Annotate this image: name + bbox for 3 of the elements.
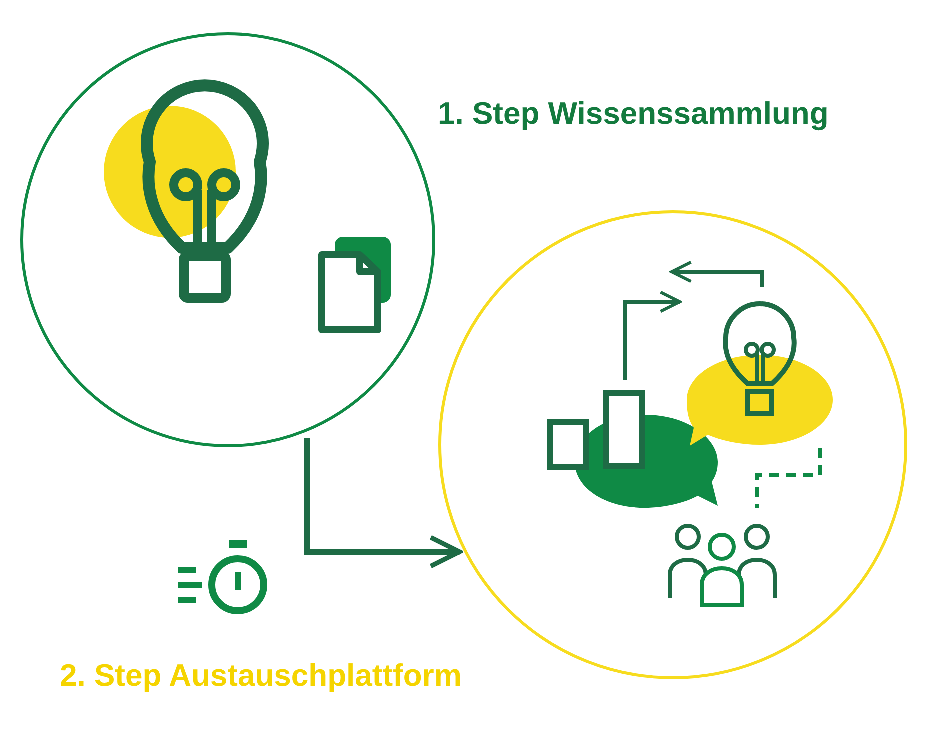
arrow xyxy=(304,438,462,569)
step-heading: 2. Step Austauschplattform xyxy=(60,658,462,694)
step-heading: 1. Step Wissenssammlung xyxy=(438,96,829,132)
